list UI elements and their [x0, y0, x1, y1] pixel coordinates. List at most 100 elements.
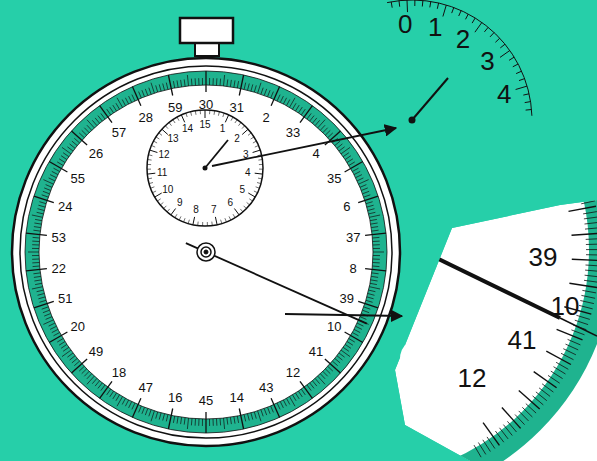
tick-mark — [249, 199, 252, 201]
tick-mark — [271, 87, 280, 106]
tick-mark — [345, 344, 351, 348]
tick-mark — [49, 162, 67, 173]
tick-mark — [49, 332, 67, 343]
tick-mark — [151, 187, 155, 188]
tick-mark — [187, 75, 188, 86]
tick-mark — [34, 223, 41, 224]
tick-mark — [328, 366, 333, 371]
tick-mark — [87, 125, 92, 130]
tick-mark — [251, 413, 253, 420]
tick-mark — [368, 209, 375, 211]
second-number: 14 — [230, 390, 244, 403]
tick-mark — [367, 297, 374, 299]
tick-mark — [63, 153, 69, 157]
tick-mark — [54, 168, 60, 171]
tick-mark — [369, 290, 376, 292]
tick-mark — [572, 259, 597, 260]
tick-mark — [82, 369, 87, 374]
tick-mark — [57, 162, 63, 166]
tick-mark — [370, 283, 377, 284]
tick-mark — [551, 371, 563, 379]
tick-mark — [101, 113, 105, 119]
tick-mark — [354, 329, 360, 332]
tick-mark — [209, 78, 210, 85]
tick-mark — [343, 347, 349, 351]
tick-mark — [234, 209, 239, 215]
tick-mark — [234, 80, 235, 87]
tick-mark — [59, 159, 65, 163]
tick-mark — [525, 102, 531, 103]
tick-mark — [213, 78, 214, 85]
tick-mark — [220, 418, 222, 425]
tick-mark — [46, 185, 52, 188]
tick-mark — [233, 214, 235, 217]
tick-mark — [26, 233, 47, 235]
minute-dial — [147, 110, 263, 226]
tick-mark — [500, 51, 510, 58]
tick-mark — [132, 403, 135, 409]
tick-mark — [363, 310, 370, 313]
tick-mark — [580, 301, 594, 304]
tick-mark — [526, 109, 532, 111]
tick-mark — [151, 83, 154, 94]
tick-mark — [261, 410, 263, 417]
tick-mark — [226, 418, 228, 425]
tick-mark — [147, 173, 155, 175]
tick-mark — [255, 173, 263, 175]
tick-mark — [258, 178, 262, 180]
tick-mark — [181, 417, 182, 424]
tick-mark — [52, 329, 58, 332]
second-number: 26 — [89, 147, 103, 160]
tick-mark — [195, 419, 196, 426]
tick-mark — [74, 138, 79, 143]
tick-mark — [32, 241, 39, 242]
minute-number: 13 — [167, 134, 178, 144]
tick-mark — [139, 92, 142, 98]
tick-mark — [258, 83, 261, 94]
tick-mark — [195, 111, 197, 115]
hand-pivot — [201, 247, 211, 257]
tick-mark — [37, 212, 44, 214]
watch-bezel — [20, 66, 392, 438]
tick-mark — [145, 89, 148, 96]
tick-mark — [193, 217, 195, 225]
tick-mark — [343, 153, 349, 157]
tick-mark — [34, 276, 41, 277]
tick-mark — [315, 378, 320, 383]
tick-mark — [117, 98, 123, 108]
tick-mark — [230, 417, 231, 424]
tick-mark — [373, 252, 384, 253]
tick-mark — [581, 295, 595, 298]
tick-mark — [72, 358, 77, 363]
tick-mark — [205, 412, 206, 433]
tick-mark — [345, 156, 351, 160]
tick-mark — [235, 120, 237, 123]
tick-mark — [57, 339, 63, 343]
tick-mark — [557, 329, 583, 340]
tick-mark — [50, 326, 56, 329]
tick-mark — [107, 389, 111, 395]
tick-mark — [132, 95, 135, 101]
tick-mark — [584, 280, 597, 282]
tick-mark — [101, 385, 105, 391]
tick-mark — [255, 146, 259, 148]
tick-mark — [46, 317, 52, 320]
tick-mark — [315, 120, 320, 125]
tick-mark — [474, 445, 481, 457]
tick-mark — [373, 241, 380, 242]
minute-number: 15 — [199, 120, 210, 130]
second-number: 53 — [52, 230, 66, 243]
second-number: 28 — [139, 110, 153, 123]
tick-mark — [32, 287, 43, 289]
tick-mark — [145, 409, 148, 416]
tick-mark — [202, 78, 203, 85]
tick-mark — [569, 159, 582, 164]
tick-mark — [373, 255, 380, 256]
tick-mark — [356, 326, 362, 329]
tick-mark — [43, 180, 53, 185]
tick-mark — [310, 383, 314, 389]
tick-mark — [361, 188, 368, 191]
tick-mark — [352, 168, 358, 171]
tick-mark — [244, 206, 247, 209]
